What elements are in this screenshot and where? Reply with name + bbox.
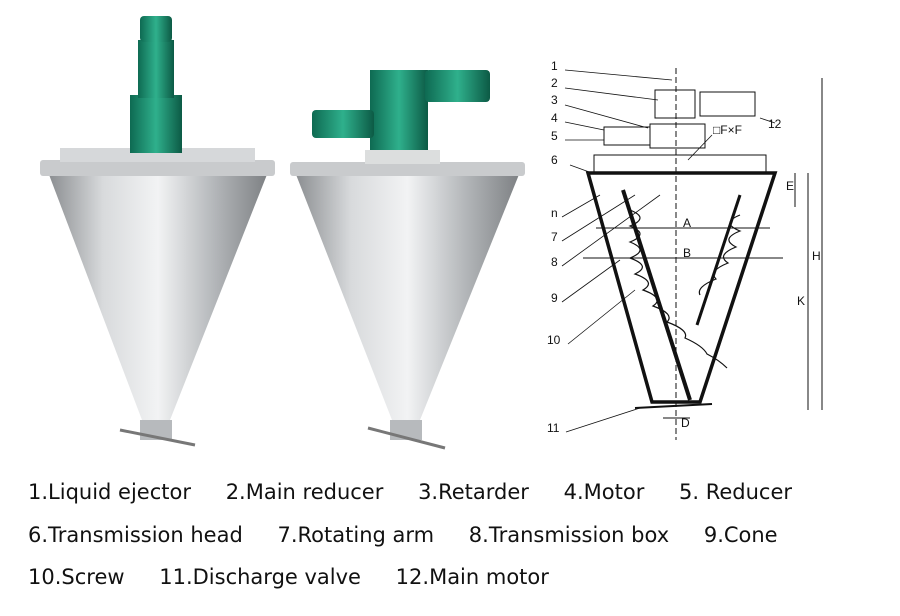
callout-5: 5: [551, 129, 558, 143]
dimension-k: K: [797, 294, 805, 308]
callout-2: 2: [551, 76, 558, 90]
callout-n: n: [551, 206, 558, 220]
legend-row-2: 6.Transmission head 7.Rotating arm 8.Tra…: [28, 523, 806, 547]
legend-row-3: 10.Screw 11.Discharge valve 12.Main moto…: [28, 565, 577, 589]
schematic-labels: 1 2 3 4 5 6 n 7 8 9 10 11 12 A B D E H K…: [547, 59, 821, 435]
mixer-schematic: [561, 68, 823, 440]
callout-7: 7: [551, 230, 558, 244]
mixer-photo-vertical-motor: [40, 16, 275, 447]
callout-12: 12: [768, 117, 782, 131]
product-illustration: 1 2 3 4 5 6 n 7 8 9 10 11 12 A B D E H K…: [40, 16, 823, 450]
callout-9: 9: [551, 291, 558, 305]
callout-8: 8: [551, 255, 558, 269]
legend-item: 11.Discharge valve: [159, 565, 361, 589]
legend-item: 2.Main reducer: [225, 480, 384, 504]
callout-1: 1: [551, 59, 558, 73]
legend-item: 4.Motor: [563, 480, 645, 504]
callout-3: 3: [551, 93, 558, 107]
callout-10: 10: [547, 333, 561, 347]
legend-item: 12.Main motor: [395, 565, 549, 589]
dimension-a: A: [683, 216, 691, 230]
legend-item: 10.Screw: [28, 565, 125, 589]
mixer-photo-side-motor: [290, 70, 525, 450]
legend-row-1: 1.Liquid ejector 2.Main reducer 3.Retard…: [28, 480, 820, 504]
legend-item: 3.Retarder: [418, 480, 529, 504]
callout-6: 6: [551, 153, 558, 167]
callout-4: 4: [551, 111, 558, 125]
legend-item: 5. Reducer: [679, 480, 793, 504]
dimension-e: E: [786, 179, 794, 193]
legend-item: 9.Cone: [703, 523, 778, 547]
legend-item: 8.Transmission box: [468, 523, 670, 547]
dimension-d: D: [681, 416, 690, 430]
legend-item: 1.Liquid ejector: [28, 480, 191, 504]
dimension-h: H: [812, 249, 821, 263]
legend-item: 7.Rotating arm: [277, 523, 435, 547]
dimension-b: B: [683, 246, 691, 260]
dimension-flange: □F×F: [713, 123, 742, 137]
legend-item: 6.Transmission head: [28, 523, 243, 547]
callout-11: 11: [547, 421, 560, 435]
